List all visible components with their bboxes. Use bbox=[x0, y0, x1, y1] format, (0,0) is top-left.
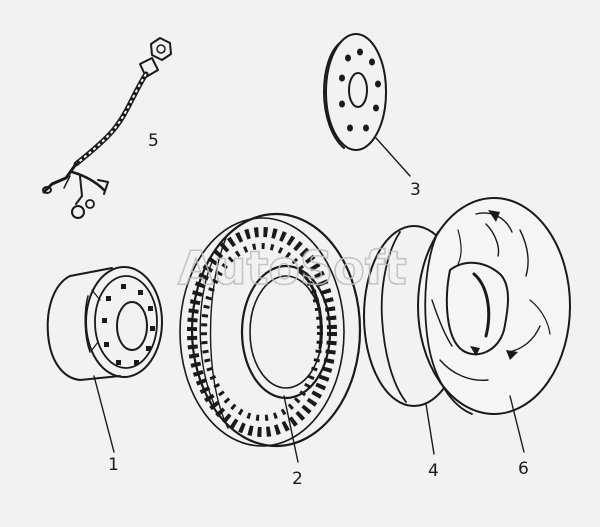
callout-5: 5 bbox=[148, 131, 159, 151]
leader-line-2 bbox=[283, 395, 299, 463]
leader-line-4 bbox=[425, 403, 435, 455]
leader-line-3 bbox=[375, 137, 411, 177]
callout-2: 2 bbox=[292, 469, 303, 489]
watermark: AutoSoft bbox=[178, 241, 407, 295]
callout-4: 4 bbox=[428, 461, 439, 481]
inner-tube-icon bbox=[417, 197, 571, 415]
tire-icon bbox=[179, 212, 362, 448]
leader-line-1 bbox=[93, 375, 115, 453]
callout-3: 3 bbox=[410, 180, 421, 200]
wheel-rim-icon bbox=[46, 266, 163, 381]
callout-6: 6 bbox=[518, 459, 529, 479]
callout-1: 1 bbox=[108, 455, 119, 475]
wheel-disc-icon bbox=[323, 33, 387, 151]
leader-lines bbox=[93, 137, 525, 463]
leader-line-6 bbox=[509, 395, 525, 453]
valve-hose-icon bbox=[42, 37, 172, 219]
